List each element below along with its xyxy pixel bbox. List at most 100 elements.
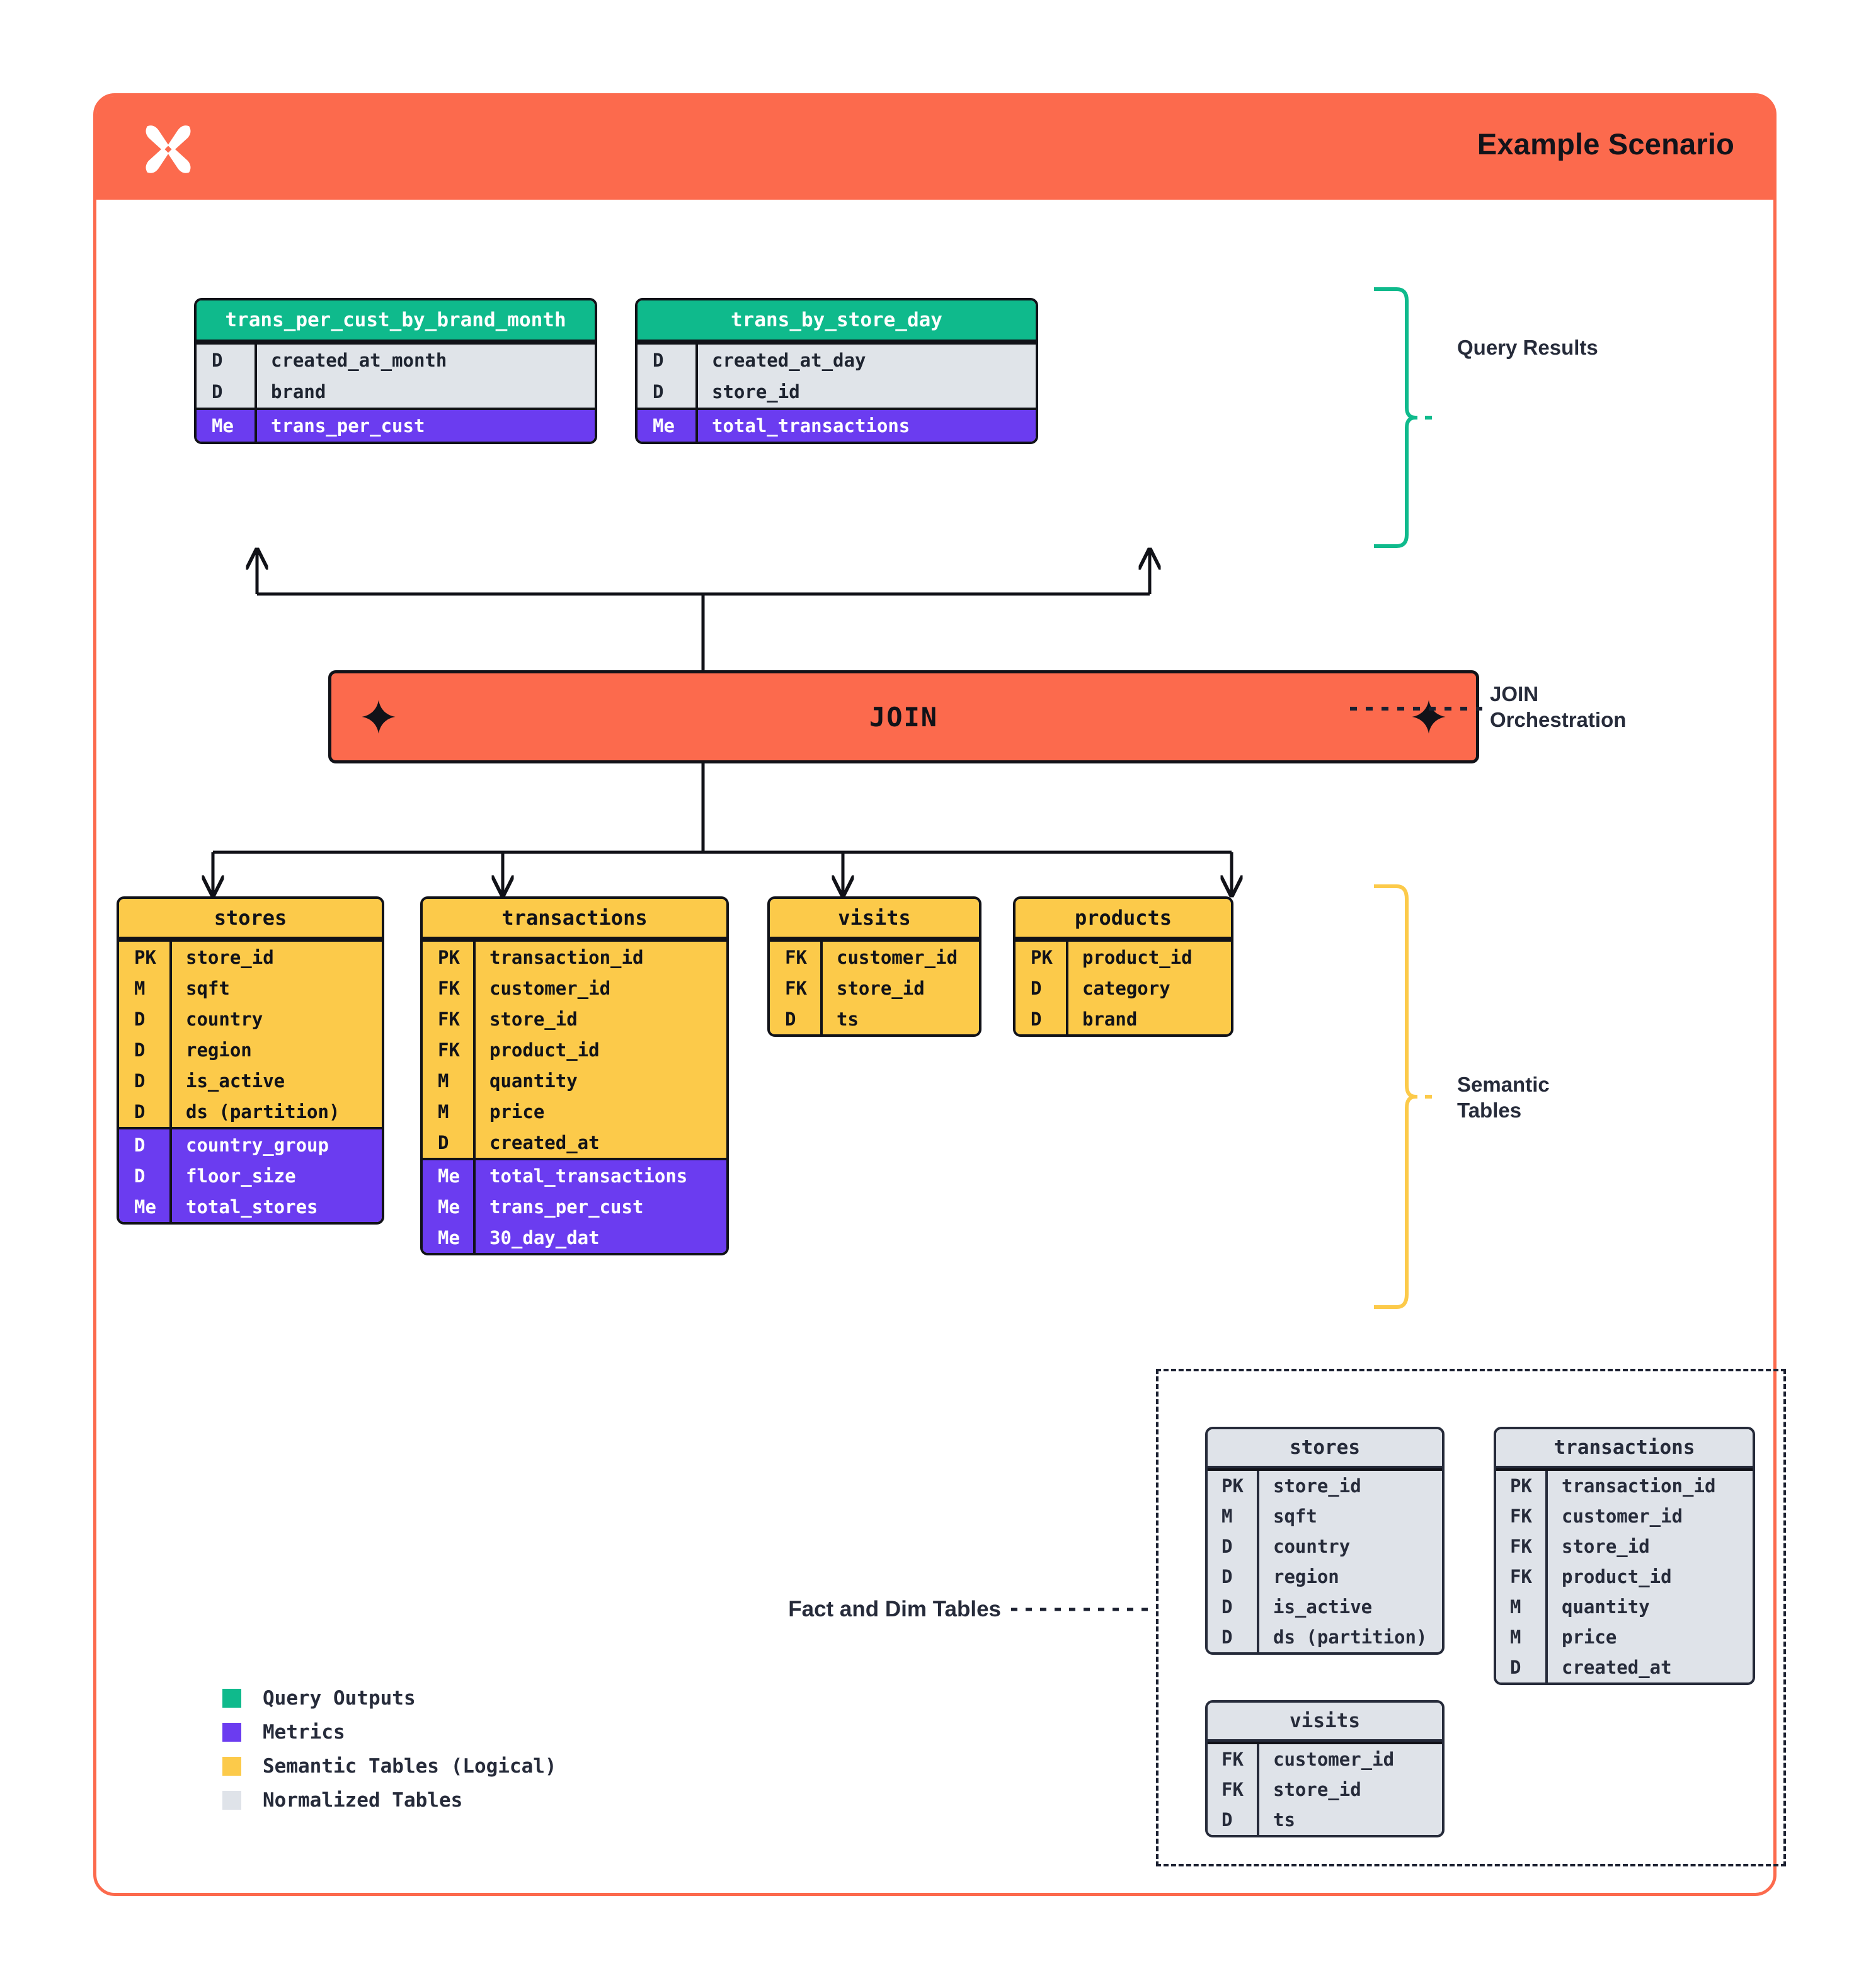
table-title: trans_per_cust_by_brand_month <box>197 300 595 342</box>
row-kind: D <box>1222 1536 1233 1557</box>
row-field: product_id <box>1066 942 1231 973</box>
row-kind: D <box>1222 1566 1233 1587</box>
legend-label: Normalized Tables <box>263 1789 463 1812</box>
row-field: total_stores <box>169 1191 382 1222</box>
row-kind: D <box>1222 1809 1233 1831</box>
row-field: store_id <box>1257 1471 1442 1501</box>
row-field: created_at_day <box>695 345 1036 376</box>
join-orchestration-bar[interactable]: JOIN <box>328 670 1479 763</box>
table-title: transactions <box>1496 1429 1753 1468</box>
row-kind: M <box>438 1100 449 1123</box>
row-field: trans_per_cust <box>255 410 595 442</box>
row-field: 30_day_dat <box>473 1222 726 1253</box>
row-kind: D <box>134 1039 146 1061</box>
legend-item: Metrics <box>222 1715 557 1749</box>
legend-item: Query Outputs <box>222 1681 557 1715</box>
legend-swatch-metrics <box>222 1723 241 1742</box>
legend-label: Metrics <box>263 1721 345 1744</box>
annotation-join-orchestration: JOIN Orchestration <box>1490 681 1626 733</box>
legend-item: Normalized Tables <box>222 1783 557 1817</box>
row-kind: D <box>1222 1626 1233 1648</box>
row-field: sqft <box>169 973 382 1003</box>
row-kind: D <box>134 1100 146 1123</box>
row-kind: Me <box>438 1165 460 1187</box>
card-header: Example Scenario <box>96 96 1773 200</box>
row-field: ts <box>820 1003 979 1034</box>
row-kind: FK <box>1222 1749 1244 1770</box>
table-row[interactable]: D brand <box>197 376 595 408</box>
query-result-table-trans-by-store-day[interactable]: trans_by_store_day D created_at_day D st… <box>635 298 1038 444</box>
row-field: country_group <box>169 1129 382 1160</box>
table-row[interactable]: Me total_stores <box>119 1191 382 1222</box>
row-kind: M <box>438 1070 449 1092</box>
page-title: Example Scenario <box>1477 127 1734 161</box>
table-row[interactable]: Me total_transactions <box>638 410 1036 442</box>
table-row[interactable]: Me trans_per_cust <box>197 410 595 442</box>
legend-swatch-semantic-tables <box>222 1757 241 1776</box>
row-kind: FK <box>1510 1566 1532 1587</box>
fact-and-dim-leader-line <box>1011 1608 1156 1611</box>
row-kind: Me <box>134 1196 156 1218</box>
table-row[interactable]: D created_at_month <box>197 345 595 376</box>
table-row[interactable]: D created_at_day <box>638 345 1036 376</box>
annotation-line-2: Tables <box>1457 1099 1522 1123</box>
row-field: sqft <box>1257 1501 1442 1531</box>
legend-item: Semantic Tables (Logical) <box>222 1749 557 1783</box>
query-result-table-trans-per-cust-by-brand-month[interactable]: trans_per_cust_by_brand_month D created_… <box>194 298 597 444</box>
table-row[interactable]: D store_id <box>638 376 1036 408</box>
row-field: ds (partition) <box>169 1096 382 1127</box>
legend-swatch-query-outputs <box>222 1689 241 1708</box>
row-field: total_transactions <box>695 410 1036 442</box>
